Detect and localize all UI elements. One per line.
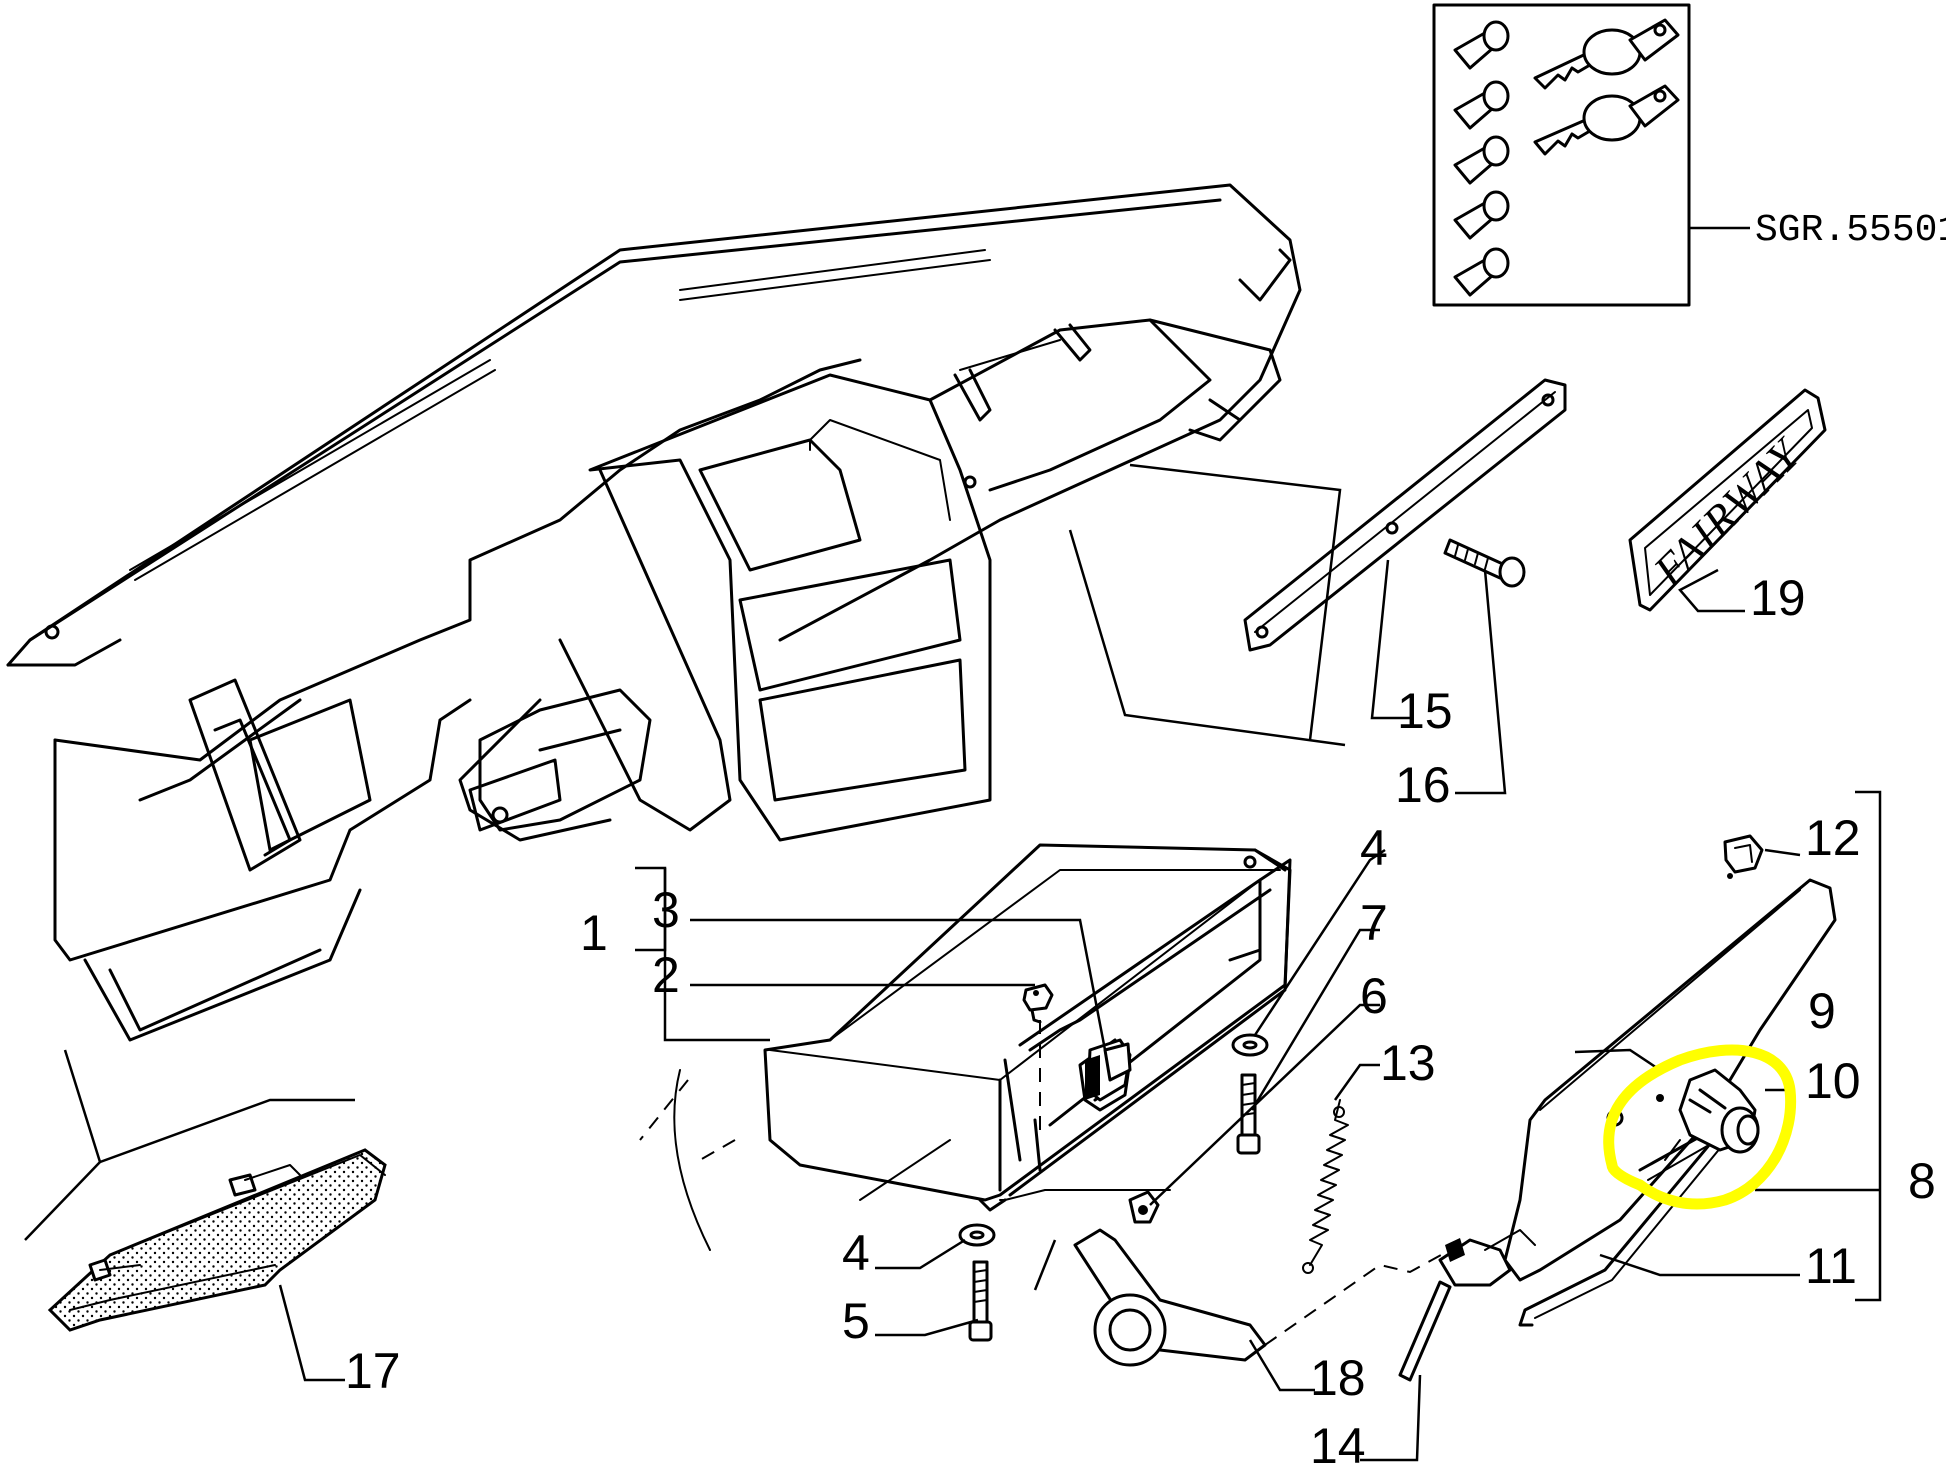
key-icon <box>1533 84 1680 156</box>
nut-part-6 <box>1128 1190 1160 1224</box>
rail-part-15 <box>1243 378 1567 652</box>
callout-4-upper: 4 <box>1360 820 1388 876</box>
hinge-arm-part-18 <box>1073 1228 1451 1367</box>
washer-part-4-upper <box>1231 1033 1269 1057</box>
callout-17: 17 <box>345 1343 401 1399</box>
callout-13: 13 <box>1380 1035 1436 1091</box>
callout-19: 19 <box>1750 570 1806 626</box>
key-set-inset <box>1432 3 1691 307</box>
screw-part-7 <box>1236 1073 1261 1155</box>
lock-cylinder-icon <box>1453 80 1510 130</box>
callout-18: 18 <box>1310 1350 1366 1406</box>
callout-4-lower: 4 <box>842 1225 870 1281</box>
callout-9: 9 <box>1808 983 1836 1039</box>
lock-cylinder-part-10 <box>1656 1068 1760 1161</box>
callout-6: 6 <box>1360 968 1388 1024</box>
dashboard-assembly <box>6 183 1302 1042</box>
glove-box-lid <box>1438 878 1837 1287</box>
lock-cylinder-icon <box>1453 190 1510 240</box>
lock-cylinder-icon <box>1453 20 1510 70</box>
key-icon <box>1533 18 1680 90</box>
callout-14: 14 <box>1310 1418 1366 1463</box>
highlight-ring <box>1603 1044 1797 1210</box>
clip-part-2 <box>1022 983 1054 1024</box>
lock-cylinder-icon <box>1453 135 1510 185</box>
washer-part-4-lower <box>958 1223 996 1247</box>
callout-16: 16 <box>1395 757 1451 813</box>
callout-7: 7 <box>1360 895 1388 951</box>
callout-labels: SGR.55501 19 15 16 4 7 6 13 12 9 10 8 11… <box>345 209 1946 1463</box>
spring-part-13 <box>1302 1099 1349 1274</box>
pocket-part-17 <box>47 1148 387 1332</box>
callout-11: 11 <box>1805 1238 1857 1294</box>
lock-cylinder-icon <box>1453 247 1510 297</box>
pin-part-14 <box>1398 1280 1452 1382</box>
latch-part-3 <box>1085 1038 1132 1102</box>
leader-lines <box>24 226 1882 1462</box>
callout-10: 10 <box>1805 1053 1861 1109</box>
clip-part-12 <box>1723 834 1764 879</box>
reference-code-label: SGR.55501 <box>1755 209 1946 252</box>
callout-12: 12 <box>1805 810 1861 866</box>
callout-15: 15 <box>1397 683 1453 739</box>
callout-8: 8 <box>1908 1153 1936 1209</box>
callout-2: 2 <box>652 947 680 1003</box>
callout-5: 5 <box>842 1293 870 1349</box>
callout-1: 1 <box>580 905 608 961</box>
screw-part-16 <box>1443 538 1526 588</box>
callout-3: 3 <box>652 882 680 938</box>
screw-part-5 <box>968 1260 993 1342</box>
glove-box <box>639 843 1292 1251</box>
